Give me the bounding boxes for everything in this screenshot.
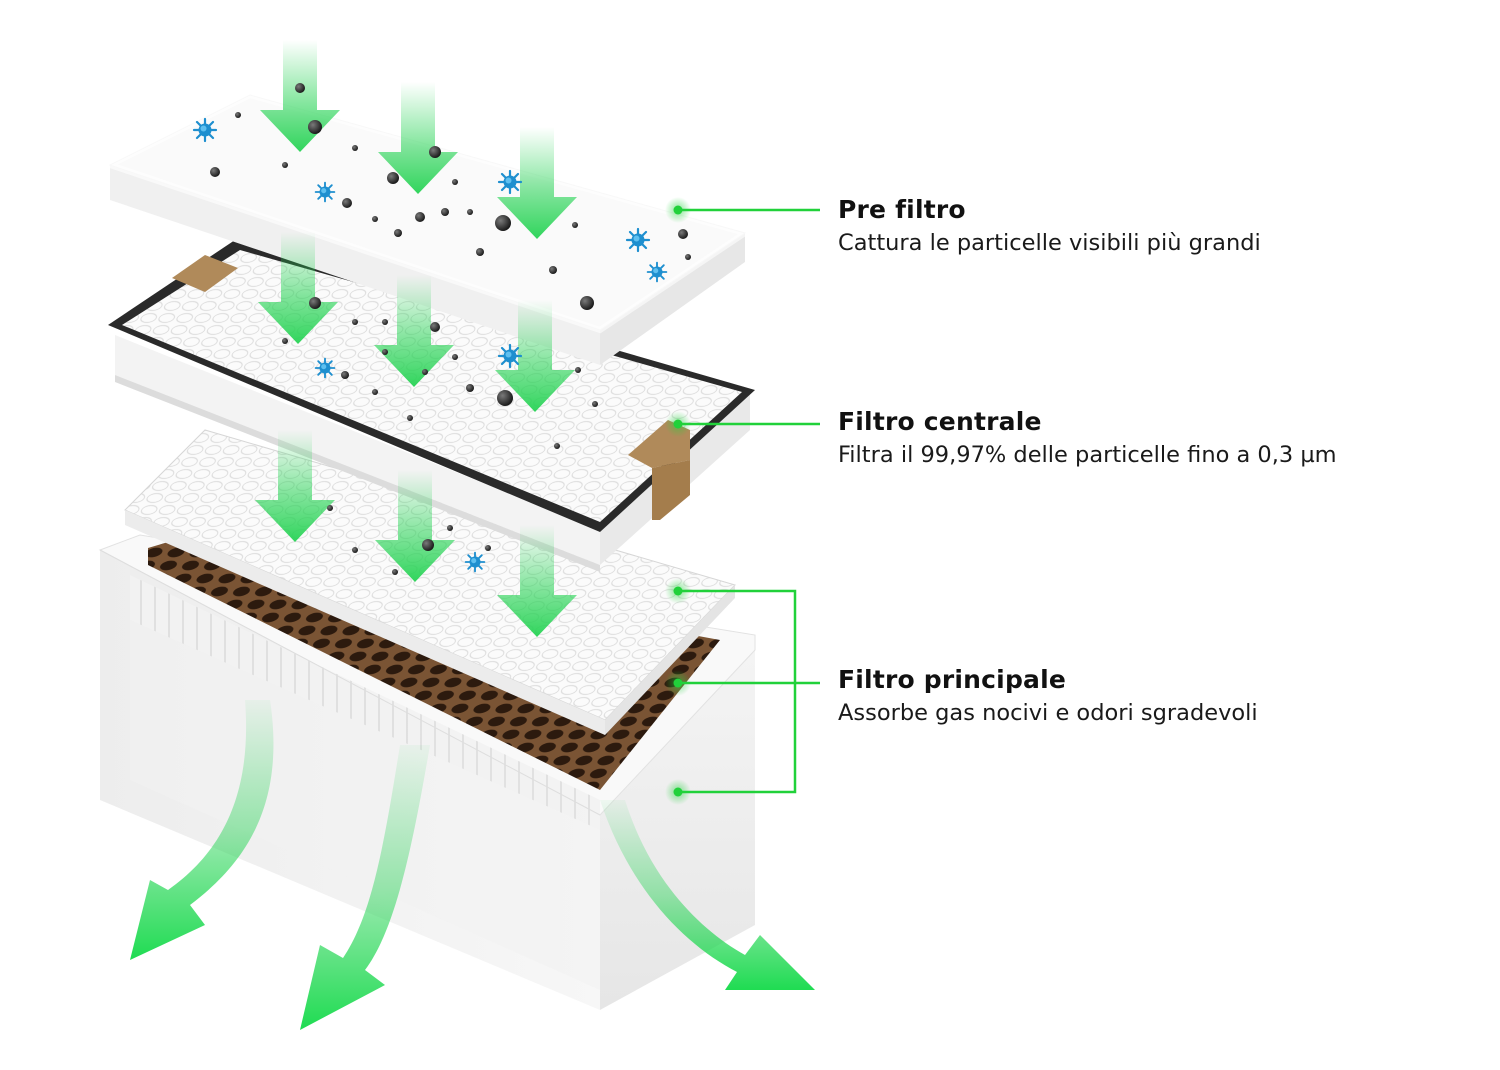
- virus-icon: [625, 227, 651, 253]
- label-central-filter: Filtro centrale Filtra il 99,97% delle p…: [838, 406, 1337, 472]
- central-filter: [108, 240, 755, 572]
- dust-particles: [210, 83, 691, 575]
- tape-left: [172, 255, 238, 292]
- callout-dot: [673, 205, 683, 215]
- layer-title: Filtro centrale: [838, 407, 1042, 436]
- callout-bracket-main: [678, 589, 797, 794]
- virus-icon: [497, 343, 523, 369]
- callout-dot: [673, 586, 683, 596]
- layer-title: Filtro principale: [838, 665, 1067, 694]
- airflow-arrow-icon: [600, 800, 815, 990]
- callout-dot: [673, 787, 683, 797]
- virus-icon: [192, 117, 218, 143]
- dust-particle-icon: [295, 83, 305, 93]
- layer-description: Filtra il 99,97% delle particelle fino a…: [838, 442, 1337, 468]
- main-filter-box: [98, 534, 756, 1010]
- airflow-arrows-out: [130, 700, 815, 1030]
- layer-title: Pre filtro: [838, 195, 966, 224]
- airflow-arrow-icon: [130, 700, 274, 960]
- pleated-media: [130, 575, 600, 830]
- virus-icon: [646, 261, 668, 283]
- callouts: [678, 208, 820, 794]
- layer-description: Assorbe gas nocivi e odori sgradevoli: [838, 700, 1258, 726]
- callout-dot: [673, 419, 683, 429]
- airflow-arrow-icon: [300, 745, 430, 1030]
- virus-icon: [314, 357, 336, 379]
- virus-icon: [314, 181, 336, 203]
- layer-description: Cattura le particelle visibili più grand…: [838, 230, 1261, 256]
- label-pre-filter: Pre filtro Cattura le particelle visibil…: [838, 194, 1261, 260]
- label-main-filter: Filtro principale Assorbe gas nocivi e o…: [838, 664, 1258, 730]
- callout-dots: [665, 197, 691, 805]
- carbon-honeycomb: [148, 540, 720, 790]
- virus-icon: [464, 551, 486, 573]
- callout-dot: [673, 678, 683, 688]
- pre-filter-pad: [102, 91, 753, 365]
- virus-icon: [497, 169, 523, 195]
